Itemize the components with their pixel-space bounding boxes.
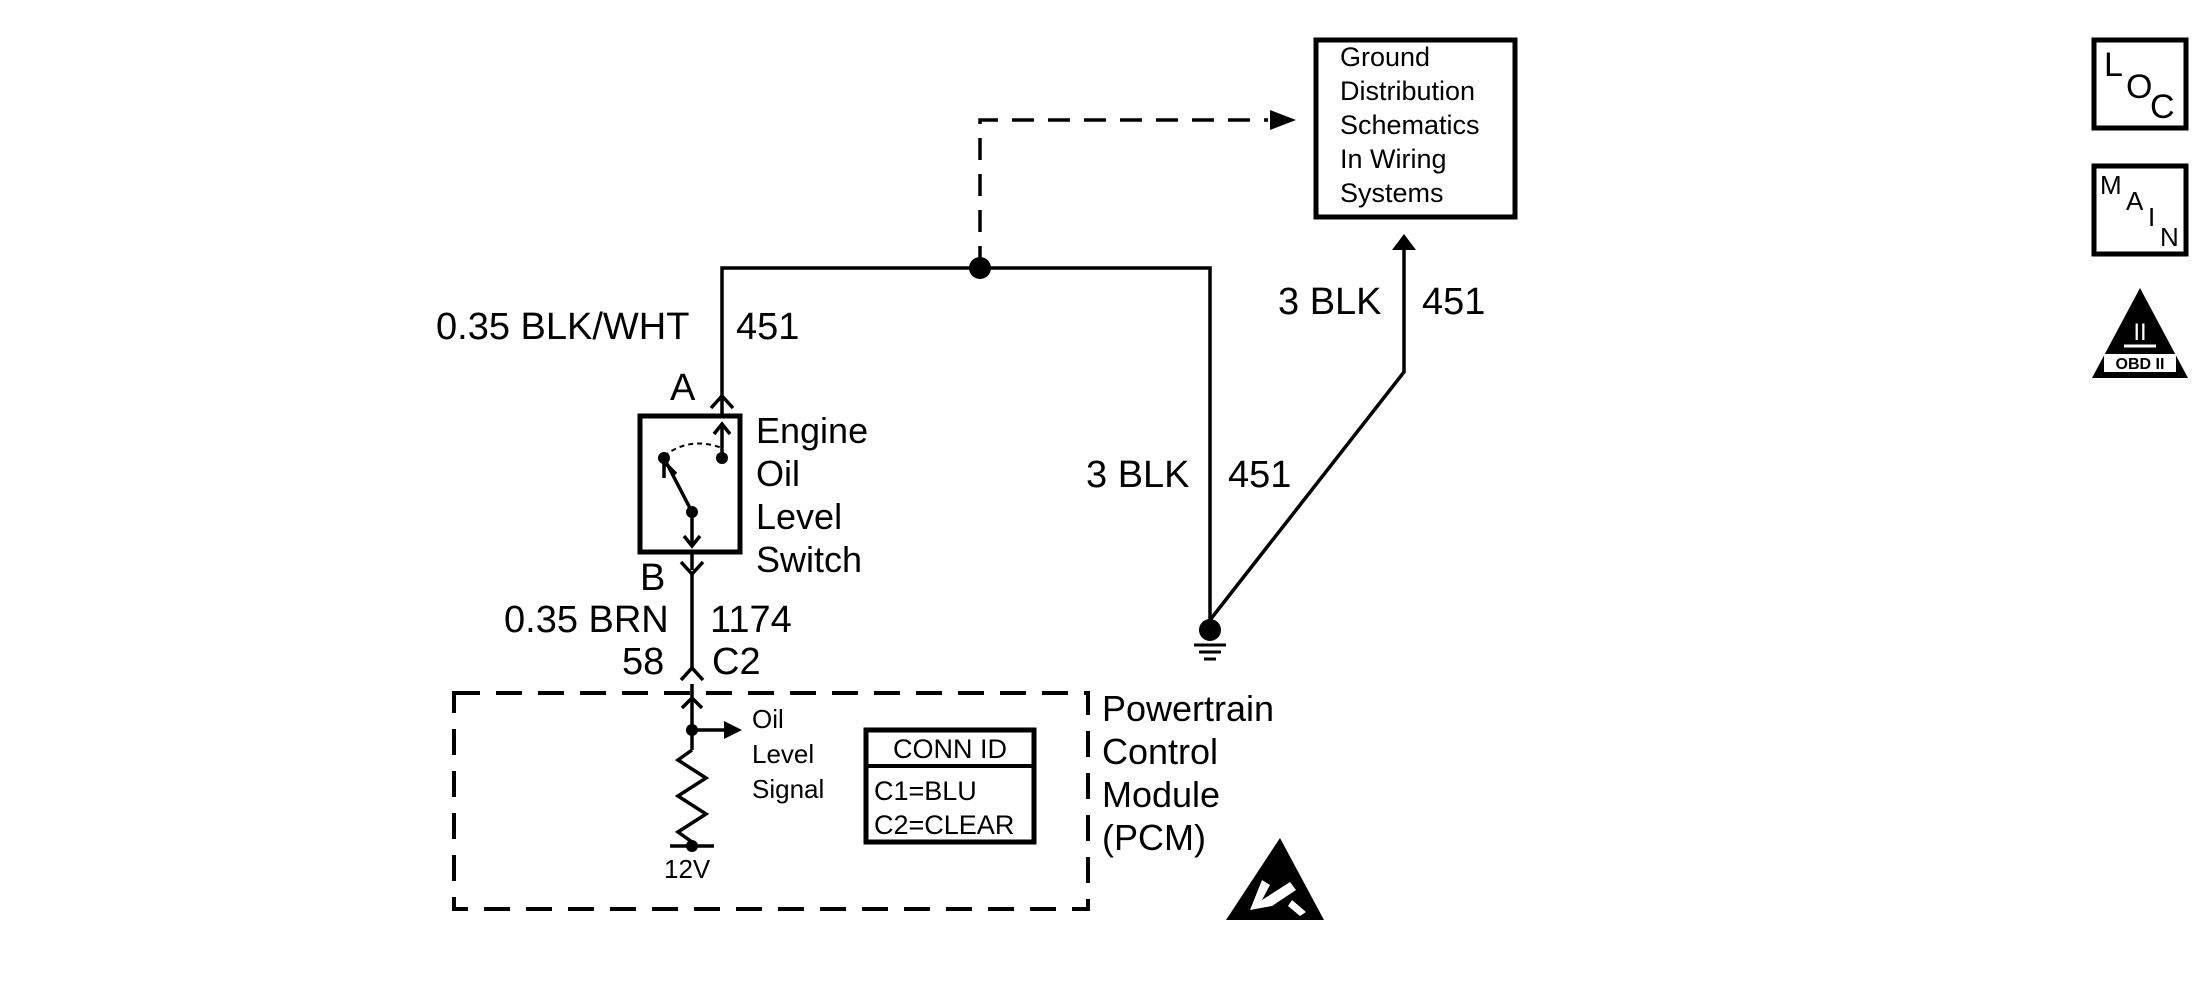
obd-ii-icon[interactable]: II OBD II: [2092, 288, 2188, 378]
gds-line-5: Systems: [1340, 178, 1444, 208]
signal-line-1: Oil: [752, 704, 784, 734]
left-top-wire-color: 0.35 BLK/WHT: [436, 306, 689, 348]
loc-letter-o: O: [2126, 68, 2152, 106]
gds-line-4: In Wiring: [1340, 144, 1447, 174]
main-letter-m: M: [2100, 170, 2122, 200]
loc-icon[interactable]: L O C: [2091, 37, 2189, 131]
conn-id-c2: C2=CLEAR: [874, 810, 1014, 840]
gds-line-2: Distribution: [1340, 76, 1475, 106]
middle-wire-circuit: 451: [1228, 454, 1291, 496]
main-icon[interactable]: M A I N: [2091, 163, 2189, 257]
terminal-b-label: B: [640, 557, 665, 599]
pcm-name-line-3: Module: [1102, 774, 1220, 815]
signal-line-2: Level: [752, 739, 814, 769]
conn-id-title: CONN ID: [893, 734, 1007, 764]
middle-wire-color: 3 BLK: [1086, 454, 1190, 496]
esd-warning-icon: [1226, 838, 1324, 920]
conn-id-c1: C1=BLU: [874, 776, 977, 806]
connector-name: C2: [712, 641, 761, 683]
loc-letter-l: L: [2104, 46, 2123, 84]
main-letter-n: N: [2160, 222, 2179, 252]
gds-line-1: Ground: [1340, 42, 1430, 72]
switch-name-line-4: Switch: [756, 539, 862, 580]
ground-icon: [1194, 619, 1226, 661]
signal-arrow-icon: [724, 721, 742, 739]
connector-arrow-icon: [1392, 234, 1416, 250]
oil-level-signal-wire-1174: [679, 574, 705, 700]
splice-dot: [969, 257, 991, 279]
pcm-name-line-2: Control: [1102, 731, 1218, 772]
main-letter-a: A: [2126, 186, 2144, 216]
ground-circuit-451: [720, 234, 1416, 661]
reference-arrow-icon: [1270, 110, 1296, 130]
connector-c2-icon: [679, 665, 705, 682]
conn-id-box: CONN ID C1=BLU C2=CLEAR: [863, 727, 1037, 845]
pcm-name-line-1: Powertrain: [1102, 688, 1274, 729]
signal-line-3: Signal: [752, 774, 824, 804]
switch-name-line-1: Engine: [756, 410, 868, 451]
left-bottom-wire-color: 0.35 BRN: [504, 599, 669, 641]
voltage-label: 12V: [664, 854, 711, 884]
right-wire-circuit: 451: [1422, 281, 1485, 323]
right-wire-color: 3 BLK: [1278, 281, 1382, 323]
connector-pin: 58: [622, 641, 664, 683]
main-letter-i: I: [2148, 202, 2155, 232]
left-bottom-wire-circuit: 1174: [710, 599, 792, 641]
switch-name-line-2: Oil: [756, 453, 800, 494]
pcm-module[interactable]: Oil Level Signal 12V CONN ID C1=BLU C2=C…: [452, 688, 1274, 911]
obd-label: OBD II: [2116, 356, 2165, 373]
pull-up-resistor-icon: [674, 748, 710, 845]
engine-oil-level-switch[interactable]: A B Engine Oil Level Switch: [637, 367, 868, 599]
pcm-name-line-4: (PCM): [1102, 817, 1206, 858]
gds-dashed-reference: [978, 110, 1296, 268]
switch-name-line-3: Level: [756, 496, 842, 537]
terminal-a-label: A: [670, 367, 696, 409]
gds-line-3: Schematics: [1340, 110, 1480, 140]
obd-numeral: II: [2133, 319, 2146, 346]
loc-letter-c: C: [2150, 88, 2175, 126]
left-top-wire-circuit: 451: [736, 306, 799, 348]
ground-distribution-box[interactable]: Ground Distribution Schematics In Wiring…: [1313, 37, 1518, 220]
